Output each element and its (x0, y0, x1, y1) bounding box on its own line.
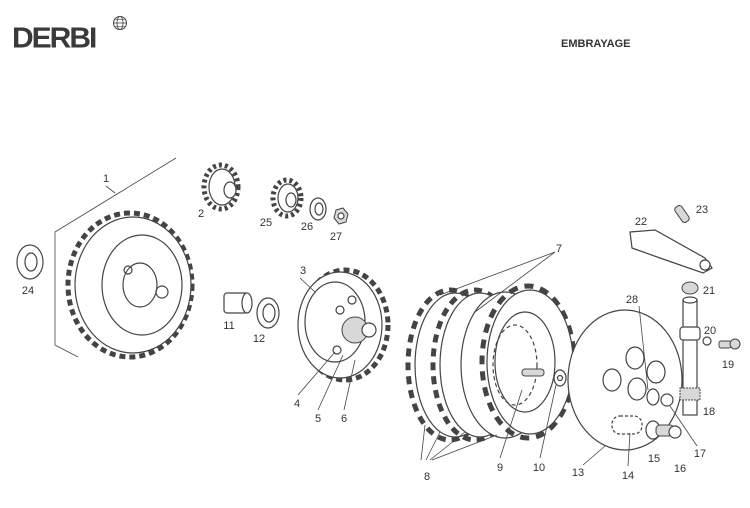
part-10-washer (553, 369, 567, 387)
part-3-clutch-hub (297, 267, 391, 383)
part-22-clutch-lever (629, 229, 713, 274)
callout-27: 27 (330, 231, 342, 243)
bracket-line (54, 157, 177, 358)
callout-7: 7 (556, 243, 562, 255)
callout-17: 17 (694, 448, 706, 460)
callout-24: 24 (22, 285, 34, 297)
callout-18: 18 (703, 406, 715, 418)
part-19-bolt (718, 338, 741, 350)
part-23-bolt (674, 205, 690, 223)
callout-20: 20 (704, 325, 716, 337)
callout-9: 9 (497, 462, 503, 474)
callout-4: 4 (294, 398, 300, 410)
callout-28: 28 (626, 294, 638, 306)
callout-11: 11 (223, 320, 234, 332)
part-1-clutch-housing (65, 210, 195, 360)
callout-8: 8 (424, 471, 430, 483)
callout-22: 22 (635, 216, 647, 228)
part-21-seal (681, 281, 699, 295)
part-7-steel-plates (460, 283, 577, 441)
part-11-bushing (223, 292, 253, 314)
callout-16: 16 (674, 463, 686, 475)
callout-14: 14 (622, 470, 634, 482)
callout-13: 13 (572, 467, 584, 479)
callout-3: 3 (300, 265, 306, 277)
part-9-pushrod (521, 368, 545, 377)
callout-2: 2 (198, 208, 204, 220)
part-14-spring (611, 415, 643, 435)
part-20-washer (702, 336, 712, 346)
derbi-logo: DERBI (12, 22, 97, 55)
callout-6: 6 (341, 413, 347, 425)
part-25-gear (270, 177, 304, 219)
callout-12: 12 (253, 333, 265, 345)
callout-5: 5 (315, 413, 321, 425)
part-24-washer (16, 244, 44, 280)
part-27-nut (333, 207, 349, 225)
part-12-washer (256, 297, 280, 329)
page-title: EMBRAYAGE (561, 38, 631, 50)
part-13-pressure-plate (567, 309, 683, 451)
part-2-gear (201, 162, 241, 212)
globe-icon (113, 16, 127, 30)
callout-23: 23 (696, 204, 708, 216)
part-18-shaft (679, 296, 701, 416)
callout-10: 10 (533, 462, 545, 474)
callout-26: 26 (301, 221, 313, 233)
callout-15: 15 (648, 453, 660, 465)
part-17-clip (660, 393, 674, 407)
callout-25: 25 (260, 217, 272, 229)
part-16-screw (655, 424, 682, 439)
callout-1: 1 (103, 173, 109, 185)
part-26-washer (309, 197, 327, 221)
callout-21: 21 (703, 285, 715, 297)
callout-19: 19 (722, 359, 734, 371)
